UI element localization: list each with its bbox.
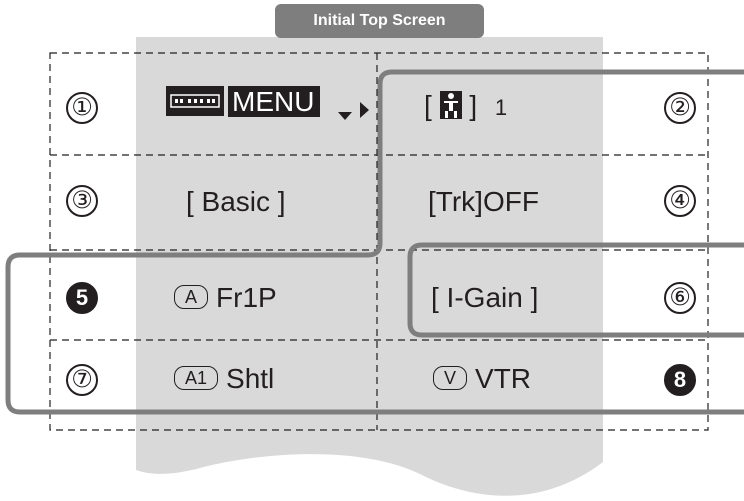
highlight-outline-right xyxy=(407,242,744,338)
key-v: V xyxy=(433,365,468,390)
title-tab: Initial Top Screen xyxy=(275,4,484,38)
callout-8: 8 xyxy=(664,364,696,396)
trk-label: [Trk]OFF xyxy=(428,186,539,217)
shtl-cell: A1 Shtl xyxy=(174,363,274,395)
bracket-open: [ xyxy=(424,90,432,121)
dashed-frame xyxy=(49,52,709,431)
highlight-outline-upper xyxy=(5,69,744,415)
vtr-label: VTR xyxy=(475,363,532,394)
callout-6: ⑥ xyxy=(664,282,696,314)
person-cell: [ ] 1 xyxy=(424,90,507,122)
fr1p-cell: A Fr1P xyxy=(174,282,277,314)
menu-label: MENU xyxy=(228,86,321,117)
screen-panel xyxy=(136,37,603,496)
callout-2: ② xyxy=(664,92,696,124)
callout-3: ③ xyxy=(66,185,98,217)
person-icon xyxy=(439,90,462,119)
callout-5: 5 xyxy=(66,282,98,314)
fr1p-label: Fr1P xyxy=(216,282,277,313)
igain-label: [ I-Gain ] xyxy=(431,282,539,313)
key-a1: A1 xyxy=(174,365,219,390)
callout-7: ⑦ xyxy=(66,364,98,396)
bracket-close: ] xyxy=(469,90,478,121)
key-a: A xyxy=(174,284,209,309)
callout-1: ① xyxy=(66,92,98,124)
menu-arrows-icon xyxy=(338,102,369,120)
basic-label: [ Basic ] xyxy=(186,186,286,217)
callout-4: ④ xyxy=(664,185,696,217)
menu-grid-icon xyxy=(166,85,224,116)
menu-cell: MENU xyxy=(166,85,321,119)
person-value: 1 xyxy=(494,95,508,120)
shtl-label: Shtl xyxy=(226,363,275,394)
vtr-cell: V VTR xyxy=(433,363,531,395)
